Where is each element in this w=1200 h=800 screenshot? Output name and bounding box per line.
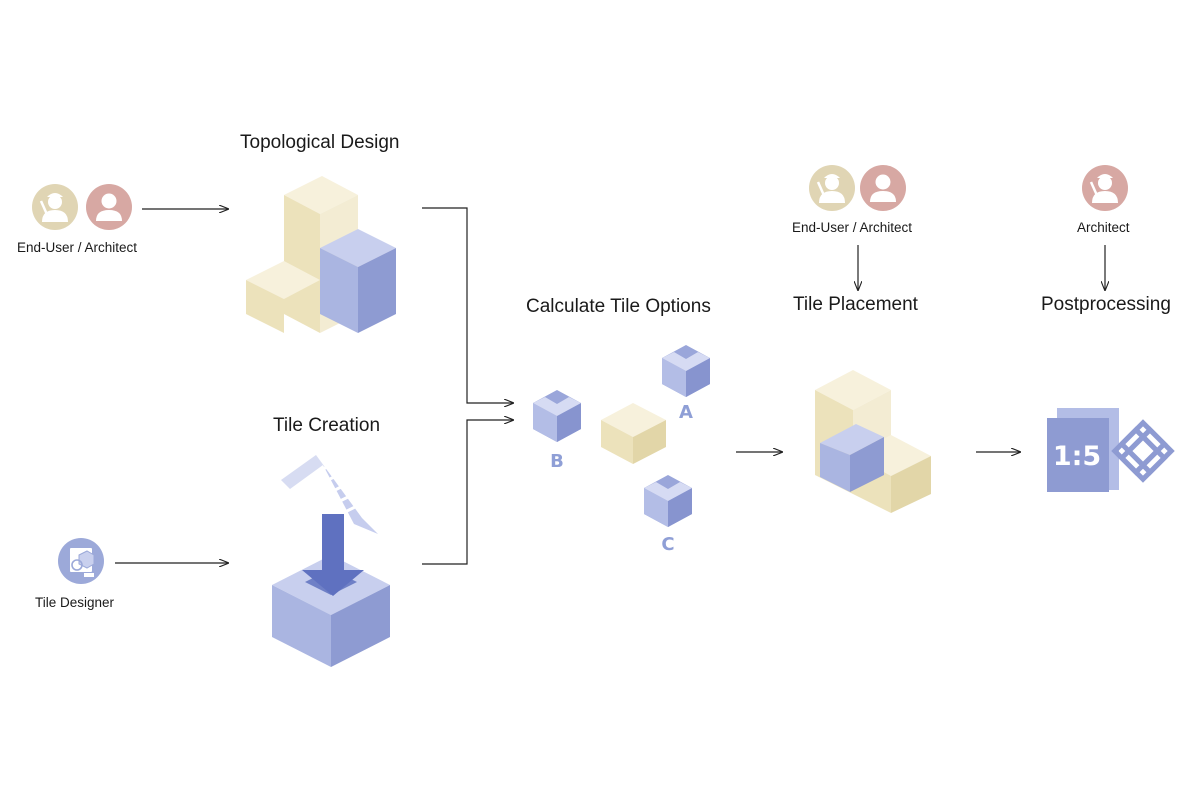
tile-option-a	[662, 345, 710, 397]
connector-tilecreation-to-options	[422, 420, 513, 565]
user-icon	[86, 184, 132, 230]
connector-topological-to-options	[422, 207, 513, 403]
screw-icon	[281, 455, 378, 534]
title-topological-design: Topological Design	[240, 132, 400, 153]
title-postprocessing: Postprocessing	[1041, 294, 1171, 315]
architect-icon	[1082, 165, 1128, 211]
tile-label-b: B	[550, 451, 564, 472]
tile-placement-model	[815, 370, 931, 513]
blueprint-icon	[1047, 408, 1119, 492]
connectors	[115, 208, 1105, 564]
role-tile-designer: Tile Designer	[35, 595, 115, 610]
title-calculate-tile-options: Calculate Tile Options	[526, 296, 711, 317]
tile-label-a: A	[679, 402, 693, 423]
topological-design-model	[246, 176, 396, 333]
user-icon	[860, 165, 906, 211]
role-end-user-architect-placement: End-User / Architect	[792, 220, 913, 235]
role-architect: Architect	[1077, 220, 1130, 235]
architect-icon	[809, 165, 855, 211]
tile-designer-icon	[58, 538, 104, 584]
tile-option-c	[644, 475, 692, 527]
scale-label: 1:5	[1053, 441, 1101, 472]
knot-icon	[1111, 419, 1175, 483]
title-tile-placement: Tile Placement	[793, 294, 918, 315]
title-tile-creation: Tile Creation	[273, 415, 381, 436]
tile-option-cream	[601, 403, 666, 464]
arrow-down-icon	[302, 514, 364, 596]
tile-label-c: C	[661, 534, 674, 555]
tile-option-b	[533, 390, 581, 442]
role-end-user-architect: End-User / Architect	[17, 240, 138, 255]
architect-icon	[32, 184, 78, 230]
